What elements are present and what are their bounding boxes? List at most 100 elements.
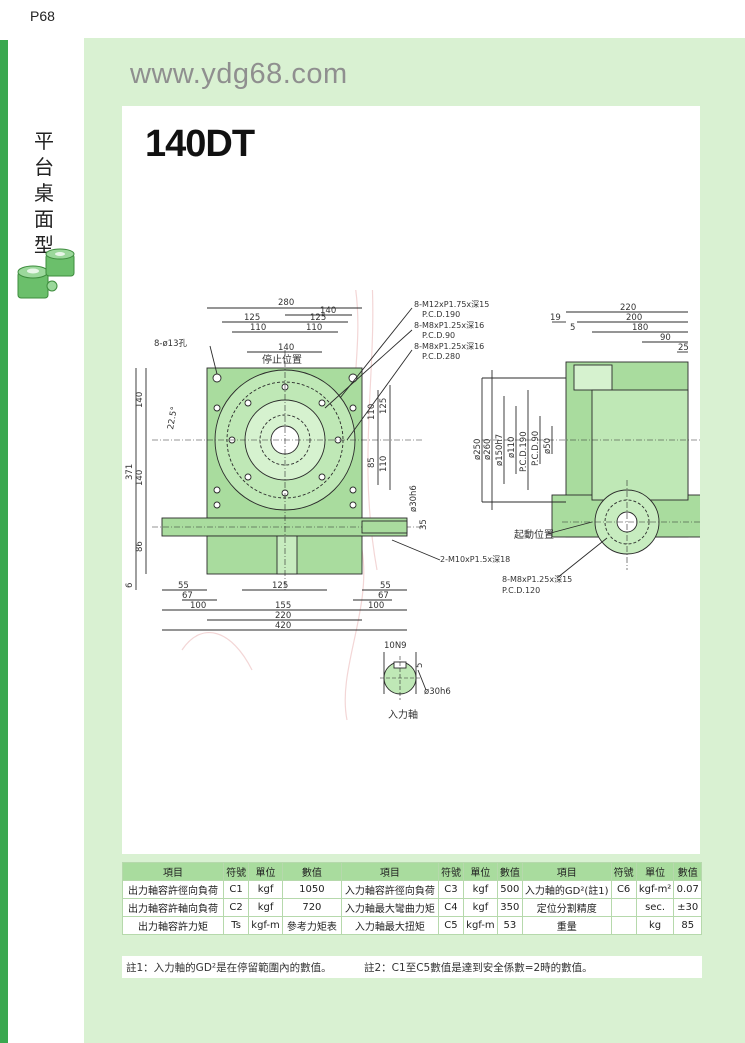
start-position-label: 起動位置 (514, 528, 554, 541)
dim-label: 90 (660, 333, 671, 343)
diameter-label: ø30h6 (424, 687, 451, 697)
table-cell: 出力軸容許力矩 (122, 916, 224, 935)
table-cell: 85 (673, 916, 702, 935)
website-url: www.ydg68.com (130, 58, 348, 90)
table-cell (610, 898, 637, 917)
table-cell: C5 (437, 916, 465, 935)
header-cell: 項目 (521, 862, 612, 881)
table-cell: 53 (496, 916, 523, 935)
footnotes: 註1：入力軸的GD²是在停留範圍內的數值。 註2：C1至C5數值是達到安全係數=… (122, 956, 702, 978)
front-view (135, 307, 441, 631)
table-cell: kgf-m² (635, 880, 675, 899)
dim-label: 110 (367, 404, 377, 420)
callout-label: 8-M8xP1.25x深16 (414, 342, 484, 351)
table-cell: 500 (496, 880, 523, 899)
header-cell: 數值 (496, 862, 523, 881)
table-cell: C2 (222, 898, 250, 917)
callout-label: P.C.D.90 (422, 331, 455, 340)
dim-label: 140 (278, 343, 294, 353)
table-cell: C4 (437, 898, 465, 917)
dim-label: 371 (125, 464, 135, 480)
stop-position-label: 停止位置 (262, 353, 302, 366)
header-cell: 數值 (673, 862, 702, 881)
sidebar-char: 台 (34, 155, 54, 179)
side-view (481, 311, 700, 579)
header-cell: 單位 (248, 862, 283, 881)
table-cell: 出力軸容許軸向負荷 (122, 898, 224, 917)
page-number: P68 (30, 8, 55, 24)
dim-label: 19 (550, 313, 561, 323)
side-view-labels: 220 200 180 90 25 19 5 ø250 ø260 ø150h7 … (473, 303, 689, 595)
header-cell: 項目 (340, 862, 439, 881)
dim-label: 220 (620, 303, 636, 313)
table-cell: 出力軸容許徑向負荷 (122, 880, 224, 899)
dim-label: 125 (310, 313, 326, 323)
hole-label: 8-ø13孔 (154, 339, 187, 349)
table-cell: 350 (496, 898, 523, 917)
footnote-1: 註1：入力軸的GD²是在停留範圍內的數值。 (126, 961, 332, 974)
table-cell: 入力軸最大扭矩 (340, 916, 439, 935)
table-cell: 定位分割精度 (521, 898, 612, 917)
input-shaft-detail (380, 652, 427, 700)
dim-label: ø110 (507, 437, 517, 458)
sidebar-char: 桌 (34, 181, 54, 205)
dim-label: 86 (135, 541, 145, 552)
callout-label: P.C.D.120 (502, 586, 540, 595)
table-cell: Ts (222, 916, 250, 935)
dim-label: 110 (306, 323, 322, 333)
sidebar-char: 平 (34, 129, 54, 153)
table-cell: kgf-m (463, 916, 498, 935)
dim-label: ø30h6 (409, 485, 419, 512)
table-cell: ±30 (673, 898, 702, 917)
dim-label: 125 (379, 398, 389, 414)
spec-table: 項目 符號 單位 數值 項目 符號 單位 數值 項目 符號 單位 數值 出力軸容… (122, 862, 702, 935)
dim-label: ø50 (543, 438, 553, 454)
dim-label: 6 (125, 583, 135, 588)
callout-label: P.C.D.190 (422, 310, 460, 319)
header-cell: 單位 (463, 862, 498, 881)
dim-label: 110 (250, 323, 266, 333)
callout-label: 8-M8xP1.25x深15 (502, 575, 572, 584)
table-cell: C3 (437, 880, 465, 899)
sidebar-char: 面 (34, 207, 54, 231)
table-cell: 0.07 (673, 880, 702, 899)
front-view-labels: 280 140 125 125 110 110 140 8-ø13孔 停止位置 … (125, 298, 510, 631)
dim-label: 220 (275, 611, 291, 621)
table-cell: 入力軸最大彎曲力矩 (340, 898, 439, 917)
spec-table-header: 項目 符號 單位 數值 項目 符號 單位 數值 項目 符號 單位 數值 (122, 862, 702, 881)
dim-label: 155 (275, 601, 291, 611)
callout-label: 8-M8xP1.25x深16 (414, 321, 484, 330)
table-cell: kgf (463, 880, 498, 899)
table-cell: C1 (222, 880, 250, 899)
technical-drawing: 280 140 125 125 110 110 140 8-ø13孔 停止位置 … (125, 290, 700, 721)
dim-label: 55 (380, 581, 391, 591)
header-cell: 數值 (281, 862, 342, 881)
callout-label: 8-M12xP1.75x深15 (414, 300, 489, 309)
table-cell: sec. (635, 898, 675, 917)
angle-label: 22.5° (166, 406, 180, 431)
header-cell: 符號 (222, 862, 250, 881)
header-cell: 單位 (635, 862, 675, 881)
dim-label: 140 (135, 392, 145, 408)
input-shaft-label: 入力軸 (388, 708, 418, 721)
dim-label: 140 (320, 306, 336, 316)
table-cell: kgf (463, 898, 498, 917)
dim-label: 280 (278, 298, 294, 308)
table-cell: kg (635, 916, 675, 935)
keyway-label: 10N9 (384, 641, 407, 651)
dim-label: ø250 (473, 439, 483, 460)
callout-label: P.C.D.280 (422, 352, 460, 361)
dim-label: 180 (632, 323, 648, 333)
dim-label: 67 (378, 591, 389, 601)
dim-label: 5 (570, 323, 575, 333)
dim-label: 35 (419, 519, 429, 530)
table-cell: 1050 (281, 880, 342, 899)
table-row: 出力軸容許軸向負荷 C2 kgf 720 入力軸最大彎曲力矩 C4 kgf 35… (122, 898, 702, 917)
header-cell: 項目 (122, 862, 224, 881)
dim-label: 125 (244, 313, 260, 323)
table-cell: kgf (248, 898, 283, 917)
product-thumbnail-icon (17, 248, 75, 299)
header-cell: 符號 (437, 862, 465, 881)
dim-label: 200 (626, 313, 642, 323)
dim-label: ø260 (483, 439, 493, 460)
